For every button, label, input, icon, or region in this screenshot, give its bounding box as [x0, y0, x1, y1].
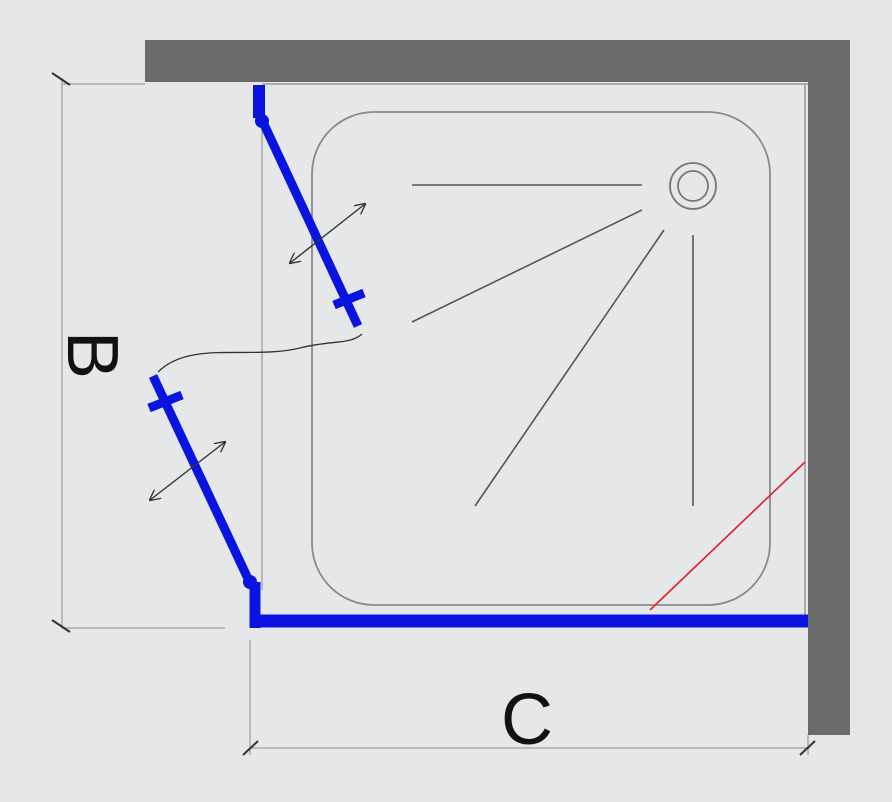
- dimension-c-label: C: [501, 680, 553, 760]
- dimension-b: [51, 72, 225, 633]
- door-panel-lower: [147, 374, 257, 589]
- handle-icon: [332, 288, 366, 310]
- connector-curve: [157, 333, 363, 373]
- handle-icon: [147, 390, 184, 413]
- wall: [145, 40, 850, 735]
- shower-tray: [311, 111, 771, 606]
- glass-panels: [249, 85, 808, 628]
- swing-arrow-icon: [150, 442, 225, 500]
- red-reference-line: [649, 461, 806, 611]
- dimension-b-label: B: [52, 331, 132, 379]
- door-panel-upper: [255, 114, 366, 328]
- swing-arrow-icon: [290, 204, 365, 263]
- drain-icon: [669, 162, 717, 210]
- tray-slope-lines: [411, 184, 694, 507]
- dimension-c: [242, 640, 816, 756]
